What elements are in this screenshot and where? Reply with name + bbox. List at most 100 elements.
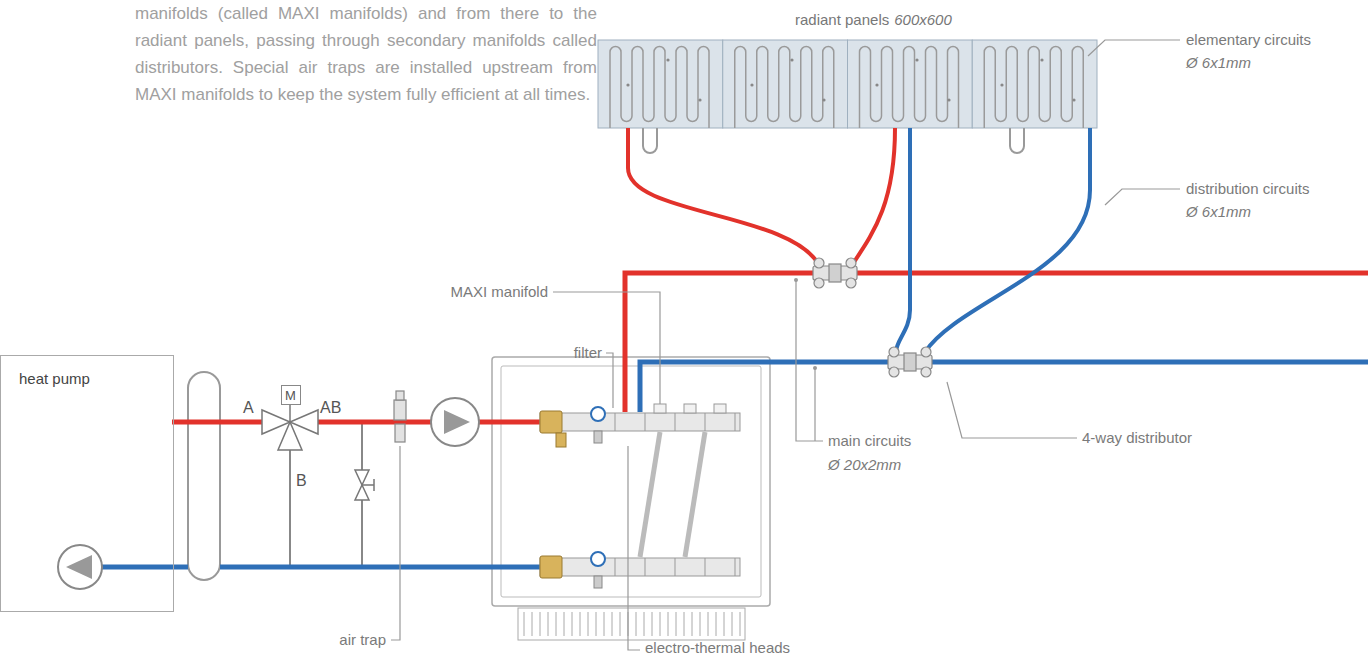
callout-label: 4-way distributor xyxy=(1082,429,1192,447)
three-way-valve xyxy=(289,404,291,422)
radiant-panel xyxy=(790,58,793,61)
maxi-manifold xyxy=(705,413,706,431)
return-manifold xyxy=(540,558,740,576)
node-title: heat pump xyxy=(19,370,90,387)
maxi-manifold xyxy=(714,404,726,413)
radiant-panel xyxy=(1040,58,1043,61)
radiant-panel xyxy=(822,98,825,101)
main-circuit-pipe xyxy=(625,273,1368,412)
return-manifold xyxy=(594,576,602,588)
return-manifold xyxy=(735,558,736,576)
circulator-pump xyxy=(431,398,479,446)
node-text-group: M xyxy=(285,387,296,403)
heat-pump-circulator xyxy=(102,565,172,570)
primary-pipe xyxy=(220,565,540,570)
four-way-distributor xyxy=(814,278,824,288)
radiant-panel xyxy=(848,40,973,128)
maxi-manifold xyxy=(675,413,676,431)
three-way-valve xyxy=(278,422,302,450)
balancing-valve xyxy=(362,479,374,491)
leader-line xyxy=(553,292,660,404)
main-circuit-pipe xyxy=(625,273,1368,412)
port-label: AB xyxy=(320,398,341,417)
radiant-panel xyxy=(875,83,878,86)
maxi-manifold xyxy=(540,404,740,447)
return-manifold xyxy=(615,558,616,576)
primary-pipe xyxy=(318,420,540,425)
main-circuit-pipe xyxy=(640,362,1368,412)
heat-pump-box: heat pump xyxy=(0,355,174,612)
balancing-valve xyxy=(355,470,369,485)
four-way-distributor xyxy=(814,258,824,268)
return-manifold xyxy=(645,558,646,576)
port-label: A xyxy=(243,398,254,417)
dimension-label: Ø 6x1mm xyxy=(1186,203,1251,221)
leader-line xyxy=(814,368,815,441)
node-title: radiant panels xyxy=(795,11,889,29)
distribution-pipe xyxy=(925,128,1090,352)
balancing-valve xyxy=(355,470,374,500)
four-way-distributor xyxy=(921,347,931,357)
heat-pump-circulator xyxy=(66,555,92,579)
thermal-head-link xyxy=(685,432,705,557)
radiant-panel xyxy=(598,40,723,128)
primary-pipe xyxy=(172,565,188,570)
node-text-group: heat pump xyxy=(19,370,155,388)
leader-line xyxy=(796,280,823,441)
four-way-distributor xyxy=(921,367,931,377)
radiant-panel xyxy=(947,98,950,101)
heat-pump-circulator xyxy=(58,545,172,589)
radiant-panel xyxy=(915,58,918,61)
radiant-panel xyxy=(750,83,753,86)
maxi-manifold xyxy=(556,433,566,447)
leader-dot xyxy=(794,278,817,370)
leader-line xyxy=(391,40,1180,650)
leader-line xyxy=(1088,40,1180,56)
three-way-valve xyxy=(262,404,318,450)
callout-label: main circuits xyxy=(828,432,911,450)
manifold-cabinet xyxy=(492,357,770,640)
maxi-manifold xyxy=(654,404,726,413)
four-way-distributor xyxy=(813,258,857,288)
callout-label: distribution circuits xyxy=(1186,180,1309,198)
maxi-manifold xyxy=(591,407,605,421)
radiant-panel xyxy=(626,83,629,86)
callout-label: air trap xyxy=(339,631,386,649)
distribution-pipe xyxy=(628,128,1090,352)
distribution-pipe xyxy=(628,128,819,265)
radiant-panel xyxy=(1010,128,1024,153)
leader-dot xyxy=(813,366,817,370)
air-trap-symbol xyxy=(394,391,406,442)
four-way-distributor xyxy=(846,278,856,288)
leader-line xyxy=(606,353,613,408)
air-trap-symbol xyxy=(395,424,405,442)
radiant-panel xyxy=(984,47,1083,129)
circulator-pump xyxy=(431,398,479,446)
bypass-line xyxy=(290,422,362,567)
radiant-panel xyxy=(972,40,1097,128)
air-trap-symbol xyxy=(396,391,404,400)
radiant-panel xyxy=(643,128,1024,153)
heat-pump-circulator xyxy=(58,545,102,589)
radiant-panel xyxy=(626,58,1075,101)
dimension-label: Ø 6x1mm xyxy=(1186,54,1251,72)
callout-label: elementary circuits xyxy=(1186,31,1311,49)
manifold-cabinet xyxy=(501,366,761,597)
radiant-panel xyxy=(643,128,657,153)
primary-pipe xyxy=(172,420,262,425)
radiant-panel xyxy=(666,58,669,61)
thermal-head-link xyxy=(640,432,705,557)
maxi-manifold xyxy=(654,404,666,413)
radiant-panel xyxy=(698,98,701,101)
four-way-distributor xyxy=(904,353,916,371)
valve-motor-box: M xyxy=(281,385,301,405)
distribution-pipe xyxy=(852,128,895,265)
primary-pipe xyxy=(172,422,540,567)
return-manifold xyxy=(615,558,735,576)
node-title: M xyxy=(285,388,296,403)
radiant-panel xyxy=(1000,83,1003,86)
air-trap-symbol xyxy=(394,400,406,420)
node-subtitle: 600x600 xyxy=(894,11,952,29)
radiant-panel xyxy=(723,40,848,128)
